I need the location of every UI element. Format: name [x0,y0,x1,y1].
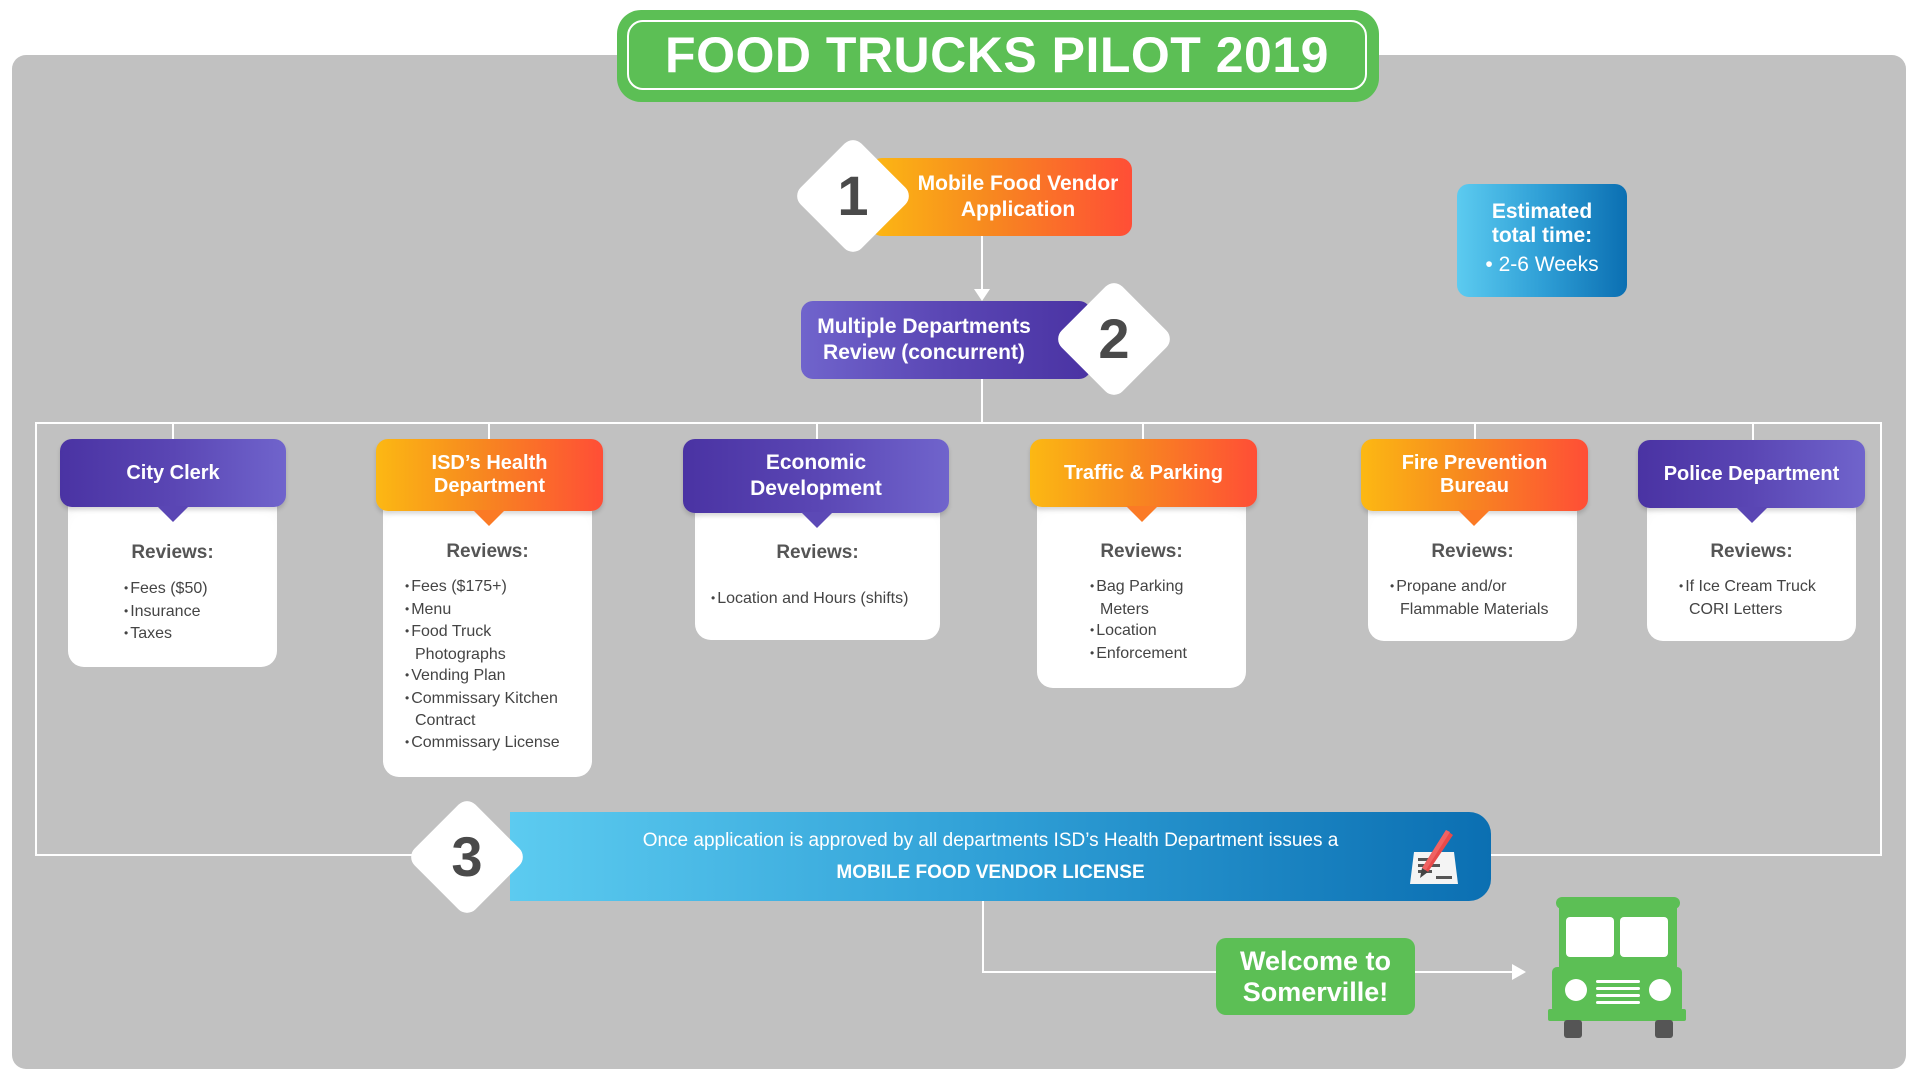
arrowhead-to-step-2 [974,289,990,301]
step-2-box: Multiple Departments Review (concurrent) [801,301,1091,379]
connector-3-welcome-down [982,900,984,973]
review-item: Taxes [124,623,274,646]
review-item: Food Truck Photographs [405,621,525,665]
dept-name: Police Department [1663,462,1840,485]
dept-header-isd-health: ISD’s Health Department [376,439,603,511]
drop-city-clerk [172,422,174,440]
reviews-heading: Reviews: [1710,541,1793,562]
dept-name-line1: Economic [765,451,867,474]
dept-card-city-clerk: Reviews: Fees ($50) Insurance Taxes [68,490,277,667]
dept-header-traffic-parking: Traffic & Parking [1030,439,1257,507]
review-item: Commissary Kitchen Contract [405,688,590,732]
department-bus-bottom-left [35,854,475,856]
department-bus-top [35,422,1882,424]
review-item: Propane and/or Flammable Materials [1390,576,1570,620]
dept-header-city-clerk: City Clerk [60,439,286,507]
step-1-number: 1 [837,164,869,227]
connector-3-welcome-across [982,971,1218,973]
dept-name-line1: ISD’s Health [431,452,548,474]
step-2-number: 2 [1098,307,1130,370]
department-bus-left [35,422,37,856]
step-2-label-line2: Review (concurrent) [823,341,1025,364]
reviews-list: Fees ($50) Insurance Taxes [124,578,274,646]
welcome-box: Welcome to Somerville! [1216,938,1415,1015]
review-item: Menu [405,599,590,622]
connector-1-2 [981,236,983,291]
header-pointer [157,506,189,522]
reviews-list: Fees ($175+) Menu Food Truck Photographs… [405,576,590,754]
step-3-text-line2: MOBILE FOOD VENDOR LICENSE [836,862,1145,883]
estimated-label-line2: total time: [1491,223,1593,247]
dept-header-police: Police Department [1638,440,1865,508]
dept-name-line2: Department [433,475,546,497]
step-3-number: 3 [451,825,483,888]
reviews-heading: Reviews: [446,541,529,562]
header-pointer [473,510,505,526]
title-banner [617,10,1379,102]
review-item: Location and Hours (shifts) [711,588,936,611]
page-title: FOOD TRUCKS PILOT 2019 [627,20,1367,90]
review-item: Insurance [124,601,274,624]
estimated-label-line1: Estimated [1491,199,1593,223]
food-truck-icon [1548,897,1686,1038]
welcome-line2: Somerville! [1242,976,1389,1007]
review-item: Fees ($175+) [405,576,590,599]
reviews-list: Location and Hours (shifts) [711,588,936,611]
step-3-banner: Once application is approved by all depa… [510,812,1491,901]
review-item: Bag Parking Meters [1090,576,1210,620]
drop-economic-dev [816,422,818,440]
dept-name-line2: Bureau [1440,475,1509,497]
reviews-list: Bag Parking Meters Location Enforcement [1090,576,1210,665]
reviews-list: If Ice Cream Truck CORI Letters [1679,576,1829,620]
dept-name: City Clerk [126,461,220,484]
dept-header-fire-prevention: Fire Prevention Bureau [1361,439,1588,511]
department-bus-bottom-right [1480,854,1882,856]
review-item: Enforcement [1090,643,1210,666]
review-item: Fees ($50) [124,578,274,601]
review-item: Location [1090,620,1210,643]
dept-card-traffic-parking: Reviews: Bag Parking Meters Location Enf… [1037,490,1246,688]
header-pointer [801,512,833,528]
step-1-label-line2: Application [960,198,1076,221]
reviews-heading: Reviews: [776,542,859,563]
drop-traffic [1142,422,1144,440]
drop-fire [1474,422,1476,440]
license-pen-icon [1410,830,1458,884]
department-bus-right [1880,422,1882,856]
review-item: Vending Plan [405,665,590,688]
dept-card-police: Reviews: If Ice Cream Truck CORI Letters [1647,490,1856,641]
dept-name-line2: Development [750,477,882,500]
review-item: If Ice Cream Truck CORI Letters [1679,576,1829,620]
drop-police [1752,422,1754,440]
reviews-heading: Reviews: [1100,541,1183,562]
reviews-list: Propane and/or Flammable Materials [1390,576,1575,620]
review-item: Commissary License [405,732,590,755]
header-pointer [1458,510,1490,526]
step-1-label-line1: Mobile Food Vendor [917,172,1119,195]
connector-welcome-truck [1414,971,1514,973]
reviews-heading: Reviews: [1431,541,1514,562]
step-1-box: Mobile Food Vendor Application [870,158,1132,236]
arrowhead-to-truck [1512,964,1526,980]
dept-name-line1: Fire Prevention [1401,452,1548,474]
estimated-time-box: Estimated total time: • 2-6 Weeks [1457,184,1627,297]
step-2-label-line1: Multiple Departments [817,315,1031,338]
dept-header-economic-development: Economic Development [683,439,949,513]
step-3-text-line1: Once application is approved by all depa… [642,830,1339,851]
drop-isd-health [488,422,490,440]
dept-name: Traffic & Parking [1064,461,1223,484]
reviews-heading: Reviews: [131,542,214,563]
estimated-value: • 2-6 Weeks [1485,252,1599,276]
connector-2-departments [981,379,983,423]
welcome-line1: Welcome to [1239,945,1392,976]
dept-card-isd-health: Reviews: Fees ($175+) Menu Food Truck Ph… [383,490,592,777]
header-pointer [1126,506,1158,522]
header-pointer [1736,507,1768,523]
